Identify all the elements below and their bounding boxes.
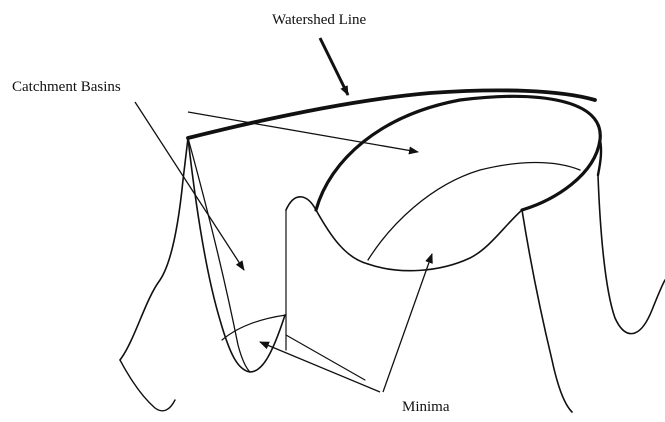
- left-basin-front-edge: [187, 137, 286, 373]
- watershed-line-label: Watershed Line: [272, 12, 367, 28]
- right-basin-left-wall: [285, 196, 369, 265]
- catchment-arrow-upper: [187, 111, 419, 155]
- catchment-arrow-lower: [134, 101, 245, 271]
- watershed-arrow: [318, 37, 350, 96]
- right-basin-floor: [367, 209, 523, 272]
- left-basin-back-edge: [187, 137, 251, 373]
- right-wave-curve: [597, 174, 665, 335]
- watershed-line-inner-arc: [314, 94, 602, 212]
- left-wave-tail: [119, 359, 176, 412]
- front-plane-bottom-edge: [285, 334, 366, 381]
- left-wave-curve: [119, 137, 189, 361]
- minima-arrow-right: [382, 253, 433, 393]
- minima-arrow-left: [259, 341, 381, 393]
- left-minimum-arc: [221, 314, 287, 341]
- right-peak-edge: [596, 138, 603, 177]
- right-basin-right-wall: [521, 209, 573, 413]
- right-basin-thin-ridge: [367, 161, 581, 261]
- minima-label: Minima: [402, 399, 450, 415]
- catchment-basins-label: Catchment Basins: [12, 79, 121, 95]
